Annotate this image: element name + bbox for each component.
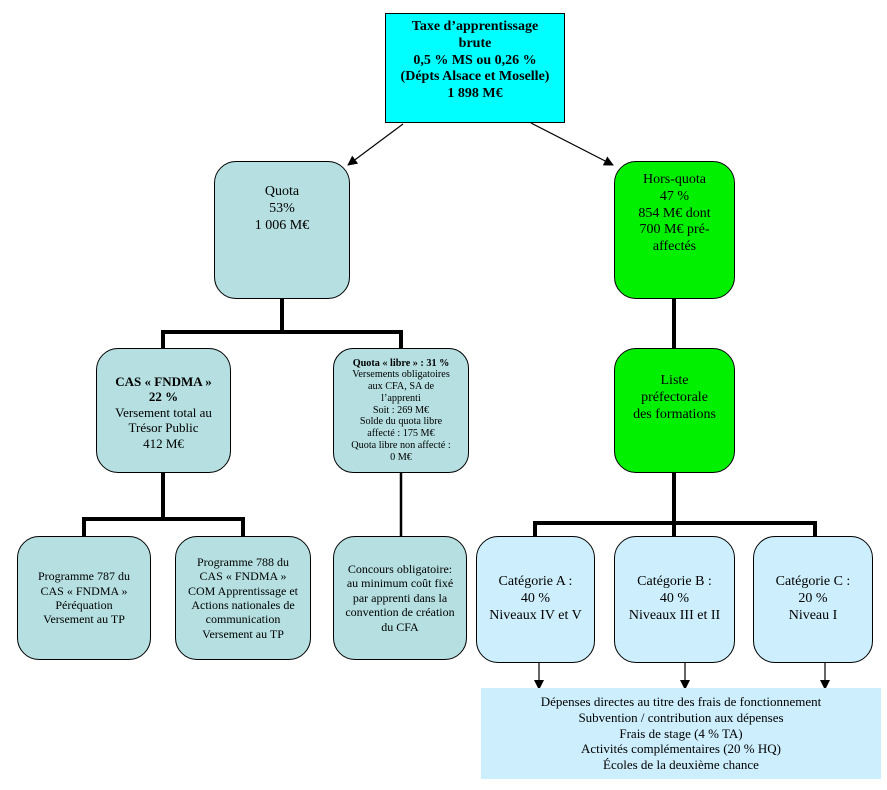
programme-788-node: Programme 788 du CAS « FNDMA » COM Appre… — [175, 536, 311, 660]
programme-788-line: communication — [205, 612, 281, 627]
liste-line: des formations — [633, 406, 716, 422]
depenses-line: Écoles de la deuxième chance — [603, 757, 759, 773]
liste-line: Liste — [660, 373, 689, 388]
programme-787-line: CAS « FNDMA » — [40, 583, 128, 598]
quota-libre-line: Solde du quota libre — [359, 416, 443, 428]
categorie-a-line: 40 % — [520, 591, 551, 607]
cas-fndma-percent: 22 % — [148, 389, 179, 405]
programme-788-line: Actions nationales de — [191, 598, 295, 612]
programme-788-line: COM Apprentissage et — [188, 583, 298, 598]
arrow-title-to-hors-quota — [530, 122, 614, 166]
cas-fndma-line: Versement total au — [115, 404, 212, 420]
concours-line: Concours obligatoire: — [347, 562, 453, 577]
quota-libre-line: Quota libre non affecté : — [351, 439, 451, 451]
depenses-line: Subvention / contribution aux dépenses — [578, 709, 784, 725]
categorie-b-node: Catégorie B : 40 % Niveaux III et II — [614, 536, 735, 663]
quota-libre-line: l’apprenti — [381, 392, 421, 404]
quota-libre-line: Versements obligatoires — [352, 369, 450, 381]
categorie-c-line: Catégorie C : — [775, 574, 851, 590]
connector-cas-children — [82, 472, 245, 538]
programme-788-line: Versement au TP — [202, 626, 284, 641]
programme-787-node: Programme 787 du CAS « FNDMA » Péréquati… — [17, 536, 151, 660]
concours-line: au minimum coût fixé — [346, 576, 454, 591]
programme-788-line: Programme 788 du — [197, 554, 289, 569]
title-line: (Dépts Alsace et Moselle) — [400, 69, 550, 85]
hors-quota-line: 700 M€ pré- — [639, 222, 710, 238]
categorie-b-line: Niveaux III et II — [628, 607, 721, 623]
concours-line: convention de création — [345, 605, 455, 620]
categorie-a-line: Catégorie A : — [498, 574, 573, 590]
depenses-line: Dépenses directes au titre des frais de … — [540, 693, 822, 709]
quota-libre-line: aux CFA, SA de — [367, 381, 435, 393]
quota-libre-line: 0 M€ — [390, 451, 412, 463]
depenses-line: Activités complémentaires (20 % HQ) — [581, 741, 781, 757]
connector-liste-categories — [533, 472, 817, 538]
programme-787-line: Versement au TP — [43, 612, 125, 627]
categorie-a-line: Niveaux IV et V — [489, 607, 582, 623]
concours-line: par apprenti dans la — [352, 590, 448, 605]
quota-line: 1 006 M€ — [254, 217, 310, 233]
quota-line: Quota — [264, 184, 300, 199]
hors-quota-line: 47 % — [659, 188, 690, 204]
quota-libre-title: Quota « libre » : 31 % — [352, 357, 450, 369]
programme-787-line: Péréquation — [55, 598, 113, 612]
concours-line: du CFA — [381, 619, 419, 634]
cas-fndma-line: Trésor Public — [128, 420, 199, 436]
quota-node: Quota 53% 1 006 M€ — [214, 161, 350, 299]
quota-line: 53% — [269, 200, 295, 216]
liste-prefectorale-node: Liste préfectorale des formations — [614, 348, 735, 473]
concours-node: Concours obligatoire: au minimum coût fi… — [333, 536, 467, 660]
arrow-title-to-quota — [347, 123, 404, 166]
title-line: Taxe d’apprentissage — [411, 19, 539, 34]
depenses-node: Dépenses directes au titre des frais de … — [481, 688, 881, 779]
cas-fndma-node: CAS « FNDMA » 22 % Versement total au Tr… — [96, 348, 231, 473]
categorie-c-line: Niveau I — [788, 607, 838, 623]
cas-fndma-title: CAS « FNDMA » — [115, 373, 212, 389]
title-line: 1 898 M€ — [447, 86, 503, 102]
quota-libre-line: Soit : 269 M€ — [372, 404, 430, 416]
connector-quota-children — [161, 298, 403, 350]
categorie-b-line: Catégorie B : — [637, 574, 712, 590]
categorie-c-line: 20 % — [798, 591, 828, 607]
quota-libre-node: Quota « libre » : 31 % Versements obliga… — [333, 348, 469, 473]
depenses-line: Frais de stage (4 % TA) — [619, 725, 743, 741]
title-line: 0,5 % MS ou 0,26 % — [413, 52, 537, 68]
liste-line: préfectorale — [641, 389, 708, 405]
categorie-b-line: 40 % — [659, 591, 690, 607]
hors-quota-node: Hors-quota 47 % 854 M€ dont 700 M€ pré- … — [614, 161, 735, 299]
taxe-apprentissage-node: Taxe d’apprentissage brute 0,5 % MS ou 0… — [385, 13, 565, 123]
hors-quota-line: Hors-quota — [643, 172, 706, 187]
cas-fndma-amount: 412 M€ — [143, 435, 184, 451]
categorie-c-node: Catégorie C : 20 % Niveau I — [753, 536, 873, 663]
title-line: brute — [458, 35, 492, 51]
hors-quota-line: 854 M€ dont — [638, 205, 711, 221]
hors-quota-line: affectés — [652, 239, 697, 255]
categorie-a-node: Catégorie A : 40 % Niveaux IV et V — [476, 536, 595, 663]
quota-libre-line: affecté : 175 M€ — [367, 428, 435, 440]
programme-788-line: CAS « FNDMA » — [199, 569, 287, 584]
programme-787-line: Programme 787 du — [38, 569, 130, 584]
